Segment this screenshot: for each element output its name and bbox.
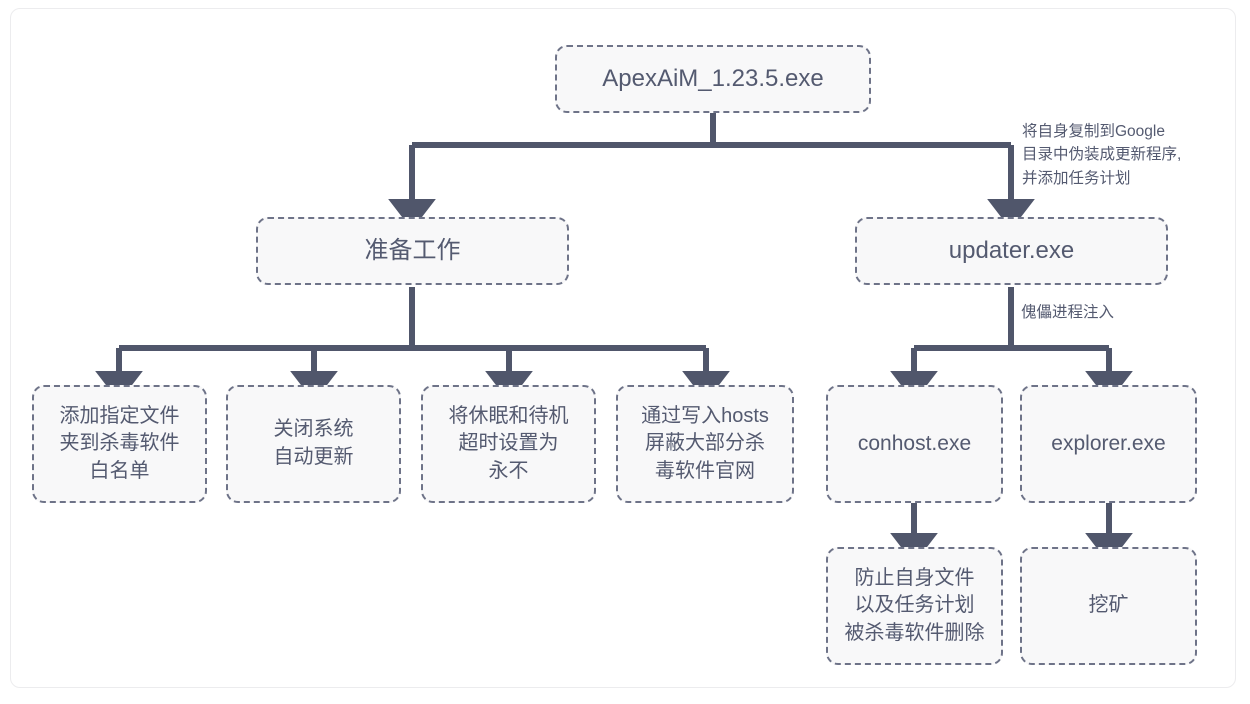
node-payload-mining[interactable]: 挖矿 [1020, 547, 1197, 665]
node-prep-child-4[interactable]: 通过写入hosts 屏蔽大部分杀 毒软件官网 [616, 385, 794, 503]
node-conhost-exe-label: conhost.exe [857, 431, 972, 455]
node-explorer-exe-label: explorer.exe [1051, 431, 1166, 455]
node-conhost-exe[interactable]: conhost.exe [826, 385, 1003, 503]
node-payload-mining-label: 挖矿 [1088, 594, 1129, 617]
node-prep-child-1-label: 添加指定文件 夹到杀毒软件 白名单 [59, 404, 180, 482]
edge-label-process-injection: 傀儡进程注入 [1021, 304, 1115, 321]
node-root-label: ApexAiM_1.23.5.exe [602, 65, 824, 93]
node-updater-exe-label: updater.exe [948, 237, 1075, 265]
edge-label-to-updater: 将自身复制到Google 目录中伪装成更新程序, 并添加任务计划 [1022, 123, 1182, 187]
node-root[interactable]: ApexAiM_1.23.5.exe [555, 45, 871, 113]
node-prep-child-1[interactable]: 添加指定文件 夹到杀毒软件 白名单 [32, 385, 207, 503]
node-prep-child-2[interactable]: 关闭系统 自动更新 [226, 385, 401, 503]
node-updater-exe[interactable]: updater.exe [855, 217, 1168, 285]
node-preparation-label: 准备工作 [364, 237, 461, 265]
node-prep-child-4-label: 通过写入hosts 屏蔽大部分杀 毒软件官网 [641, 404, 769, 482]
node-prep-child-3-label: 将休眠和待机 超时设置为 永不 [448, 404, 569, 482]
node-explorer-exe[interactable]: explorer.exe [1020, 385, 1197, 503]
node-prep-child-3[interactable]: 将休眠和待机 超时设置为 永不 [421, 385, 596, 503]
node-payload-persistence-label: 防止自身文件 以及任务计划 被杀毒软件删除 [844, 566, 985, 644]
node-payload-persistence[interactable]: 防止自身文件 以及任务计划 被杀毒软件删除 [826, 547, 1003, 665]
node-preparation[interactable]: 准备工作 [256, 217, 569, 285]
node-prep-child-2-label: 关闭系统 自动更新 [273, 418, 354, 468]
